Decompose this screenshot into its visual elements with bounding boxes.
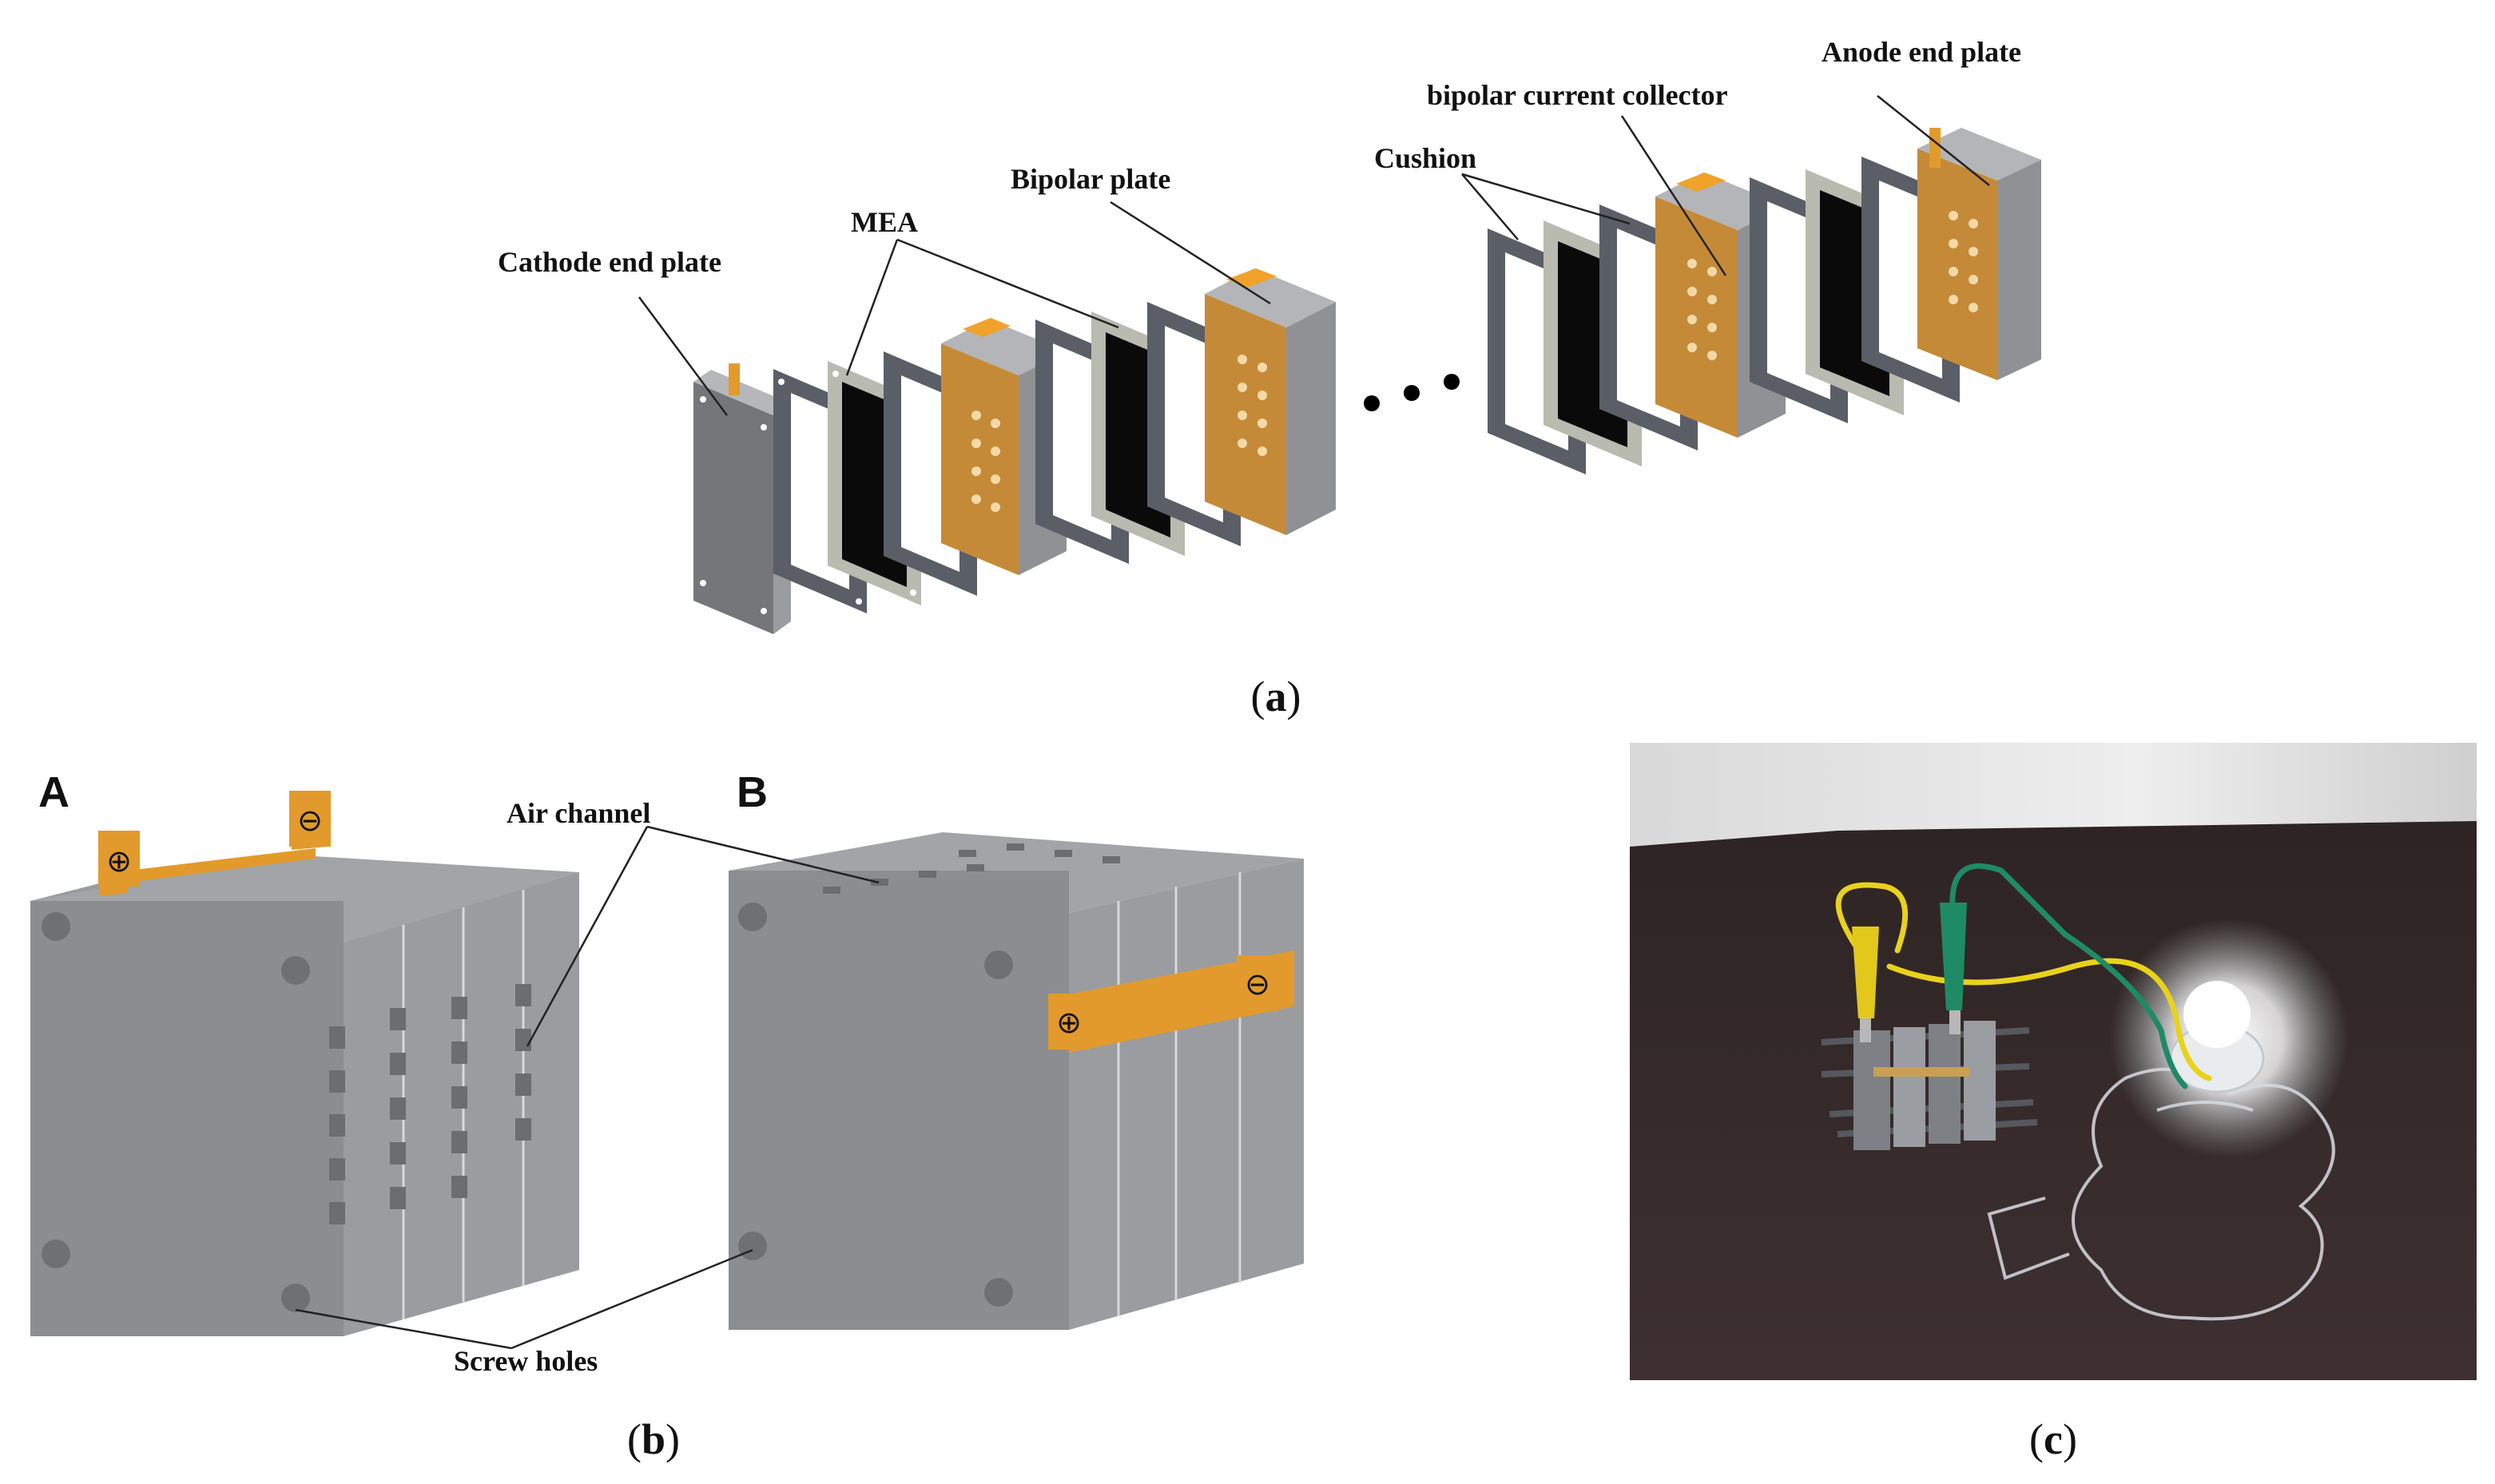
label-bipolar-plate: Bipolar plate <box>1011 163 1170 195</box>
minus-terminal-icon: ⊖ <box>1245 966 1270 1002</box>
label-screw-holes: Screw holes <box>454 1345 598 1377</box>
led-lamp-icon <box>2169 981 2265 1093</box>
stack-b-letter: B <box>737 768 768 816</box>
caption-b-letter: b <box>642 1415 665 1463</box>
caption-c-letter: c <box>2044 1415 2063 1463</box>
anode-end-plate <box>1917 128 2041 380</box>
plus-terminal-icon: ⊕ <box>106 843 132 879</box>
caption-c: (c) <box>2029 1415 2077 1463</box>
label-air-channel: Air channel <box>507 797 650 829</box>
fuel-cell-stack-photo <box>1821 1021 2038 1150</box>
panel-a-exploded-diagram: Cathode end plate MEA Bipolar plate Cush… <box>498 36 2041 720</box>
caption-a: (a) <box>1251 673 1301 720</box>
caption-b: (b) <box>627 1415 680 1463</box>
minus-terminal-icon: ⊖ <box>297 803 323 838</box>
leader-lines <box>638 95 1990 416</box>
panel-c-photo: (c) <box>1630 743 2477 1463</box>
label-cathode-end-plate: Cathode end plate <box>498 246 721 278</box>
ellipsis-dots <box>1364 374 1460 411</box>
leader-lines <box>295 825 880 1350</box>
stack-b: ⊕ ⊖ <box>729 832 1304 1330</box>
plus-terminal-icon: ⊕ <box>1056 1005 1082 1040</box>
table-surface <box>1630 821 2477 1380</box>
stack-a: ⊕ ⊖ <box>30 791 579 1336</box>
alligator-clip-yellow <box>1852 927 1879 1042</box>
label-bipolar-current-collector: bipolar current collector <box>1427 79 1728 111</box>
label-mea: MEA <box>851 206 918 238</box>
caption-a-letter: a <box>1265 673 1287 720</box>
panel-b-assembled-stacks: ⊕ ⊖ A ⊕ <box>0 759 1310 1463</box>
label-cushion: Cushion <box>1374 142 1476 174</box>
bipolar-plate <box>1205 268 1336 535</box>
label-anode-end-plate: Anode end plate <box>1822 36 2021 68</box>
alligator-clip-green <box>1940 903 1967 1034</box>
stack-a-letter: A <box>38 768 70 816</box>
plastic-lamp-base <box>1987 1067 2335 1321</box>
